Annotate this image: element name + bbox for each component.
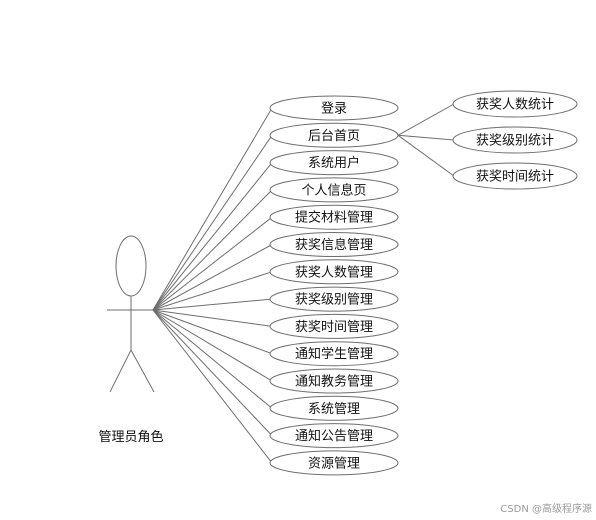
use-case-label: 通知教务管理 — [295, 374, 373, 390]
actor-left-leg — [109, 349, 132, 393]
use-case-label: 提交材料管理 — [295, 210, 373, 226]
association-line — [152, 309, 273, 409]
use-case-label: 通知公告管理 — [295, 428, 373, 444]
association-line — [152, 189, 273, 311]
association-line — [152, 309, 273, 464]
use-case-ellipse — [269, 150, 399, 176]
use-case: 系统用户 — [269, 150, 399, 176]
use-case-label: 后台首页 — [308, 129, 360, 144]
use-case: 获奖信息管理 — [269, 232, 399, 257]
sub-use-case-ellipse — [452, 90, 578, 118]
use-case-label: 个人信息页 — [301, 182, 366, 198]
use-case-ellipse — [269, 259, 399, 285]
watermark: CSDN @高级程序源 — [500, 502, 592, 515]
sub-use-case: 获奖级别统计 — [452, 126, 578, 154]
use-case-label: 系统用户 — [308, 155, 360, 171]
use-case-ellipse — [269, 395, 399, 421]
sub-use-case-ellipse — [452, 162, 578, 190]
use-case-ellipse — [269, 122, 399, 148]
use-case: 获奖级别管理 — [269, 286, 399, 312]
use-case: 提交材料管理 — [269, 204, 399, 230]
use-case: 获奖人数管理 — [269, 259, 399, 285]
use-case-label: 获奖时间管理 — [295, 320, 373, 335]
use-case-ellipse — [269, 450, 399, 476]
use-case: 个人信息页 — [269, 177, 399, 203]
association-line — [152, 244, 273, 311]
use-case-ellipse — [269, 95, 399, 121]
actor-head — [115, 235, 147, 297]
use-case-ellipse — [269, 286, 399, 312]
sub-use-case: 获奖人数统计 — [452, 90, 578, 118]
use-case-ellipse — [269, 313, 399, 339]
use-case: 系统管理 — [269, 395, 399, 421]
use-case-ellipse — [269, 232, 399, 257]
use-case: 获奖时间管理 — [269, 313, 399, 339]
use-case: 后台首页 — [269, 122, 399, 148]
use-case-ellipse — [269, 177, 399, 203]
use-case-ellipse — [269, 341, 399, 367]
sub-association-line — [397, 134, 455, 177]
sub-use-case-ellipse — [452, 126, 578, 154]
association-line — [152, 309, 273, 382]
use-case-label: 登录 — [321, 102, 347, 117]
association-lines — [152, 103, 455, 464]
actor-label: 管理员角色 — [98, 429, 163, 445]
use-case-label: 获奖人数管理 — [295, 265, 373, 280]
use-case: 通知学生管理 — [269, 341, 399, 367]
use-case: 登录 — [269, 95, 399, 121]
use-case-label: 系统管理 — [308, 402, 360, 417]
actor-right-leg — [130, 349, 155, 393]
sub-use-case-label: 获奖人数统计 — [476, 98, 554, 113]
association-line — [152, 309, 273, 436]
association-line — [152, 162, 273, 311]
use-case-label: 通知学生管理 — [295, 346, 373, 362]
use-case-list: 登录后台首页系统用户个人信息页提交材料管理获奖信息管理获奖人数管理获奖级别管理获… — [269, 95, 399, 476]
use-case: 通知教务管理 — [269, 368, 399, 394]
use-case-label: 资源管理 — [308, 456, 360, 471]
use-case-label: 获奖级别管理 — [295, 293, 373, 308]
use-case: 通知公告管理 — [269, 423, 399, 449]
association-line — [152, 271, 273, 311]
association-line — [152, 309, 273, 327]
use-case-ellipse — [269, 204, 399, 230]
use-case-label: 获奖信息管理 — [295, 237, 373, 253]
association-line — [152, 135, 273, 311]
sub-use-case: 获奖时间统计 — [452, 162, 578, 190]
sub-use-case-label: 获奖时间统计 — [476, 170, 554, 185]
use-case-ellipse — [269, 368, 399, 394]
sub-association-line — [397, 103, 455, 136]
actor-admin: 管理员角色 — [98, 235, 164, 445]
association-line — [152, 107, 273, 311]
sub-use-case-label: 获奖级别统计 — [476, 134, 554, 149]
association-line — [152, 216, 273, 311]
use-case-ellipse — [269, 423, 399, 449]
use-case: 资源管理 — [269, 450, 399, 476]
association-line — [152, 298, 273, 311]
sub-association-line — [397, 134, 455, 141]
association-line — [152, 309, 273, 355]
